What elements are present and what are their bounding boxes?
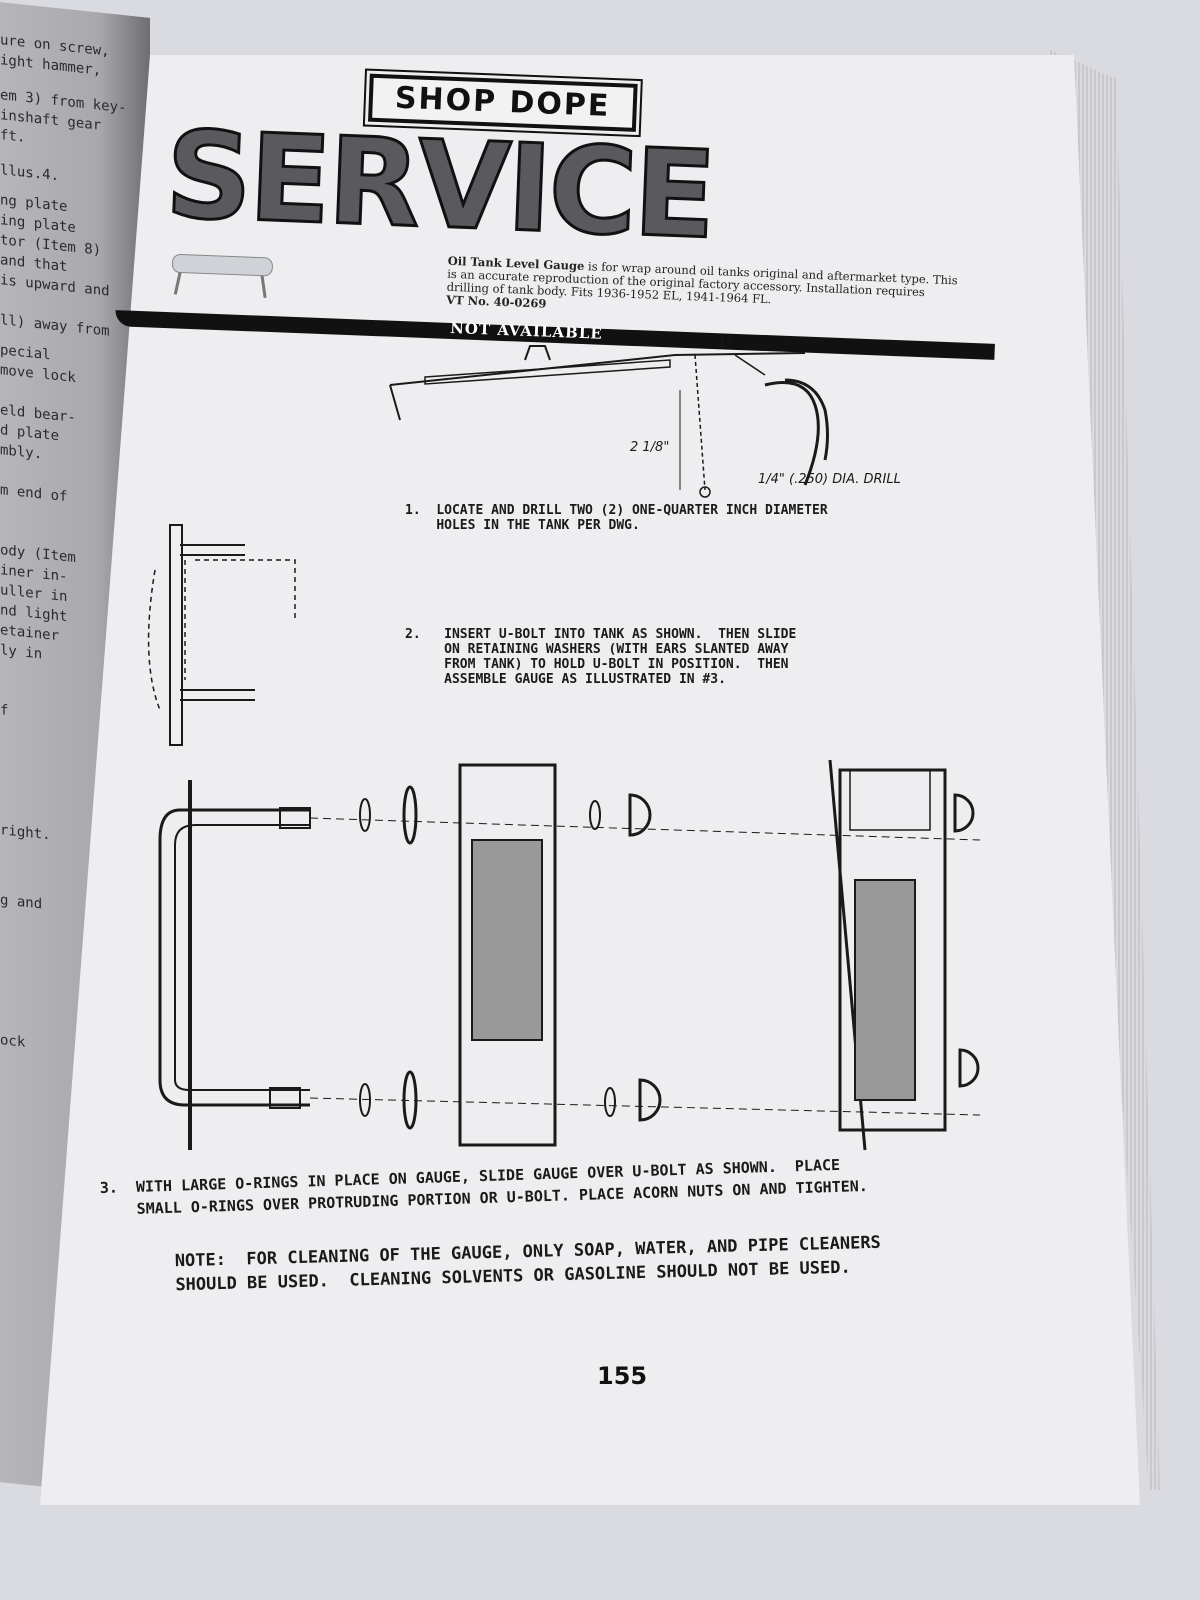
step-text: LOCATE AND DRILL TWO (2) ONE-QUARTER INC… [436,503,828,533]
part-number: VT No. 40-0269 [445,292,547,311]
u-bolt-insertion-diagram [147,524,296,746]
left-page-text-fragment: m end of [0,482,68,506]
left-page-text-fragment: nd light [0,602,68,626]
left-page-text-fragment: etainer [0,622,60,645]
service-logo: SERVICE [162,104,717,267]
left-page-text-fragment: f [0,702,9,719]
dimension-side: 2 1/8" [630,440,670,455]
drill-label: 1/4" (.250) DIA. DRILL [758,472,901,487]
book-page [40,55,1140,1505]
left-page-text-fragment: ng plate [0,192,68,216]
step-number: 1. [405,503,421,518]
left-page-text-fragment: iner in- [0,562,68,586]
left-page-text-fragment: pecial [0,342,51,364]
left-page-text-fragment: ft. [0,127,26,146]
left-page-text-fragment: uller in [0,582,68,606]
page-number: 155 [597,1362,648,1390]
drilling-diagram [389,345,829,498]
step-text: INSERT U-BOLT INTO TANK AS SHOWN. THEN S… [444,627,797,687]
step-1: 1. LOCATE AND DRILL TWO (2) ONE-QUARTER … [405,503,828,533]
left-page-text-fragment: ock [0,1032,26,1051]
gauge-product-photo [171,254,273,299]
step-number: 2. [405,627,421,642]
dimension-top: 1" [718,336,733,351]
left-page-text-fragment: llus.4. [0,162,60,185]
exploded-assembly-diagram [158,759,981,1151]
left-page-text-fragment: right. [0,822,51,844]
left-page-text-fragment: move lock [0,362,76,387]
step-2: 2. INSERT U-BOLT INTO TANK AS SHOWN. THE… [405,627,796,687]
service-shop-dope-header: SHOP DOPE SERVICE Oil Tank Level Gauge i… [114,66,1049,360]
product-description: Oil Tank Level Gauge is for wrap around … [445,254,968,327]
left-page-text-fragment: ll) away from [0,312,110,340]
left-page-text-fragment: d plate [0,422,60,445]
left-page-text-fragment: is upward and [0,272,110,300]
step-number: 3. [99,1178,119,1198]
left-page-text-fragment: g and [0,892,43,913]
left-page-text-fragment: ly in [0,642,43,663]
left-page-text-fragment: and that [0,252,68,276]
left-page-text-fragment: mbly. [0,442,43,463]
